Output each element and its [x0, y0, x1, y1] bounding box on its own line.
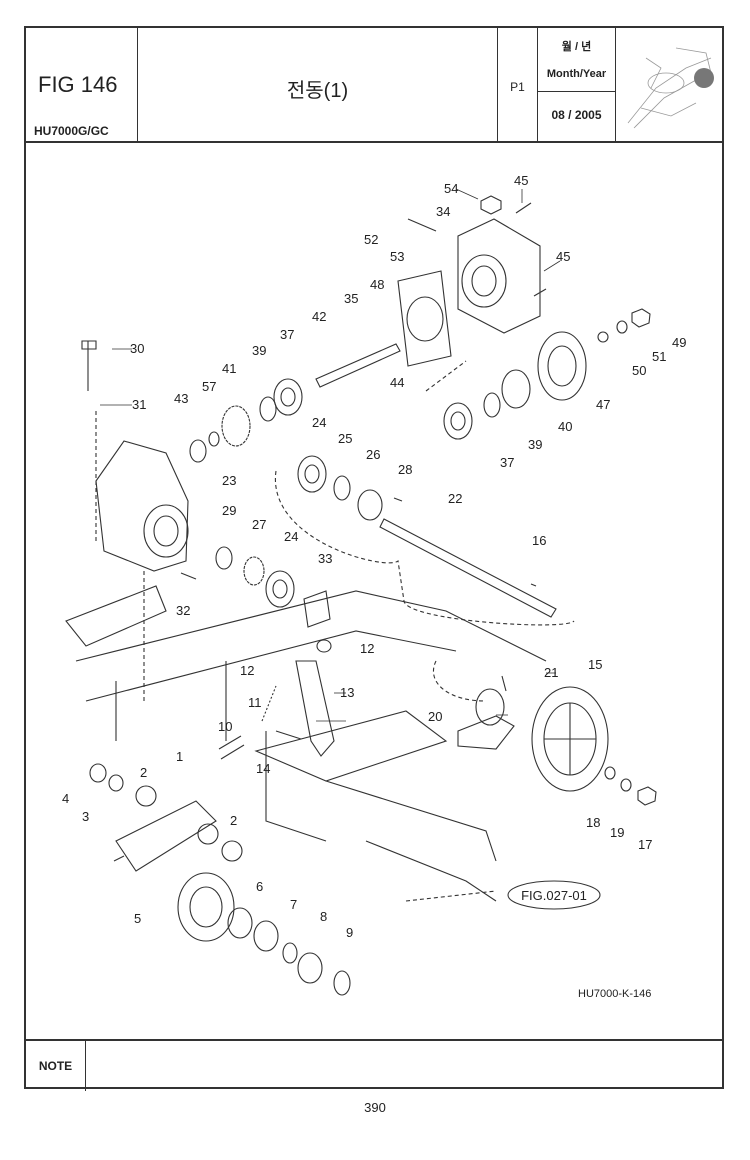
callout-12a: 12: [360, 641, 374, 656]
issue-date: 08 / 2005: [551, 108, 602, 122]
callout-39a: 39: [252, 343, 266, 358]
callout-45a: 45: [514, 173, 528, 188]
callout-40: 40: [558, 419, 572, 434]
callout-19: 19: [610, 825, 624, 840]
callout-24b: 24: [284, 529, 298, 544]
callout-15: 15: [588, 657, 602, 672]
callout-45b: 45: [556, 249, 570, 264]
callout-12b: 12: [240, 663, 254, 678]
callout-25: 25: [338, 431, 352, 446]
callout-23: 23: [222, 473, 236, 488]
callout-31: 31: [132, 397, 146, 412]
note-row: NOTE: [26, 1039, 722, 1091]
callout-6: 6: [256, 879, 263, 894]
drawing-code: HU7000-K-146: [578, 988, 651, 1000]
page-frame: FIG 146 HU7000G/GC 전동(1) P1 월 / 년 Month/…: [24, 26, 724, 1091]
callout-14: 14: [256, 761, 270, 776]
callout-34: 34: [436, 204, 450, 219]
page-code-cell: P1: [498, 28, 538, 141]
fig-reference-label: FIG.027-01: [521, 888, 587, 903]
callout-20: 20: [428, 709, 442, 724]
callout-5: 5: [134, 911, 141, 926]
callout-39b: 39: [528, 437, 542, 452]
callout-37b: 37: [500, 455, 514, 470]
callout-27: 27: [252, 517, 266, 532]
month-year-cell: 월 / 년 Month/Year 08 / 2005: [538, 28, 616, 141]
callout-8: 8: [320, 909, 327, 924]
section-title: 전동(1): [286, 80, 349, 102]
callout-52: 52: [364, 232, 378, 247]
callout-10: 10: [218, 719, 232, 734]
exploded-parts-diagram: 54 45 34 52 53 45 48 42 35 37 39 41 57 4…: [62, 173, 686, 1000]
callout-2a: 2: [140, 765, 147, 780]
fig-reference: FIG.027-01: [507, 880, 601, 910]
month-year-korean: 월 / 년: [561, 41, 592, 53]
callout-41: 41: [222, 361, 236, 376]
callout-13: 13: [340, 685, 354, 700]
callout-11: 11: [248, 695, 262, 710]
callout-42: 42: [312, 309, 326, 324]
callout-30: 30: [130, 341, 144, 356]
callout-17: 17: [638, 837, 652, 852]
callout-4: 4: [62, 791, 69, 806]
callout-2b: 2: [230, 813, 237, 828]
divider: [538, 91, 615, 92]
model-code: HU7000G/GC: [34, 124, 109, 138]
callout-7: 7: [290, 897, 297, 912]
header: FIG 146 HU7000G/GC 전동(1) P1 월 / 년 Month/…: [26, 28, 722, 143]
callout-29: 29: [222, 503, 236, 518]
callout-1: 1: [176, 749, 183, 764]
callout-57: 57: [202, 379, 216, 394]
note-label: NOTE: [26, 1041, 86, 1091]
callout-47: 47: [596, 397, 610, 412]
callout-16: 16: [532, 533, 546, 548]
callout-48: 48: [370, 277, 384, 292]
callout-51: 51: [652, 349, 666, 364]
callout-22: 22: [448, 491, 462, 506]
callout-9: 9: [346, 925, 353, 940]
callout-33: 33: [318, 551, 332, 566]
title-cell: 전동(1): [138, 28, 498, 141]
callout-28: 28: [398, 462, 412, 477]
callout-44: 44: [390, 375, 404, 390]
callout-26: 26: [366, 447, 380, 462]
callout-37a: 37: [280, 327, 294, 342]
callout-32: 32: [176, 603, 190, 618]
month-year-label: Month/Year: [546, 68, 607, 80]
callout-21: 21: [544, 665, 558, 680]
callout-24a: 24: [312, 415, 326, 430]
page-code: P1: [510, 80, 525, 94]
callout-43: 43: [174, 391, 188, 406]
callout-53: 53: [390, 249, 404, 264]
callout-18: 18: [586, 815, 600, 830]
callout-3: 3: [82, 809, 89, 824]
callout-49: 49: [672, 335, 686, 350]
callout-35: 35: [344, 291, 358, 306]
page-number: 390: [364, 1100, 386, 1115]
thumbnail-cell: [616, 28, 722, 141]
fig-cell: FIG 146 HU7000G/GC: [26, 28, 138, 141]
figure-number: FIG 146: [38, 72, 118, 97]
callout-50: 50: [632, 363, 646, 378]
machine-thumbnail: [627, 47, 714, 129]
callout-54: 54: [444, 181, 458, 196]
